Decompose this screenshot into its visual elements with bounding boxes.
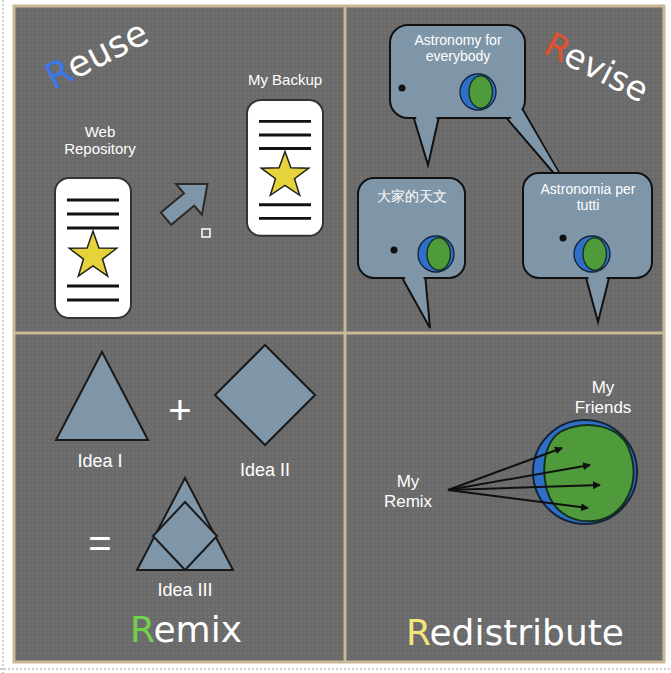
icon-label: My Backup <box>248 71 323 88</box>
bubble-text: Astronomy for everybody <box>399 32 517 64</box>
idea-label: Idea III <box>157 580 212 601</box>
operator-symbol: = <box>88 520 111 566</box>
icon-label: Web Repository <box>53 123 148 158</box>
section-title: Redistribute <box>406 612 624 653</box>
speech-bubble: Astronomia per tutti <box>525 179 651 215</box>
source-label: My Remix <box>375 472 441 511</box>
idea-label: Idea II <box>240 460 290 481</box>
idea-label: Idea I <box>77 451 122 472</box>
speech-bubble: Astronomy for everybody <box>393 30 523 66</box>
bubble-text: 大家的天文 <box>366 188 458 204</box>
speech-bubble: 大家的天文 <box>360 186 464 206</box>
operator-symbol: + <box>168 387 191 433</box>
bubble-text: Astronomia per tutti <box>531 181 645 213</box>
group-label: My Friends <box>563 378 643 417</box>
section-title: Remix <box>130 609 242 650</box>
